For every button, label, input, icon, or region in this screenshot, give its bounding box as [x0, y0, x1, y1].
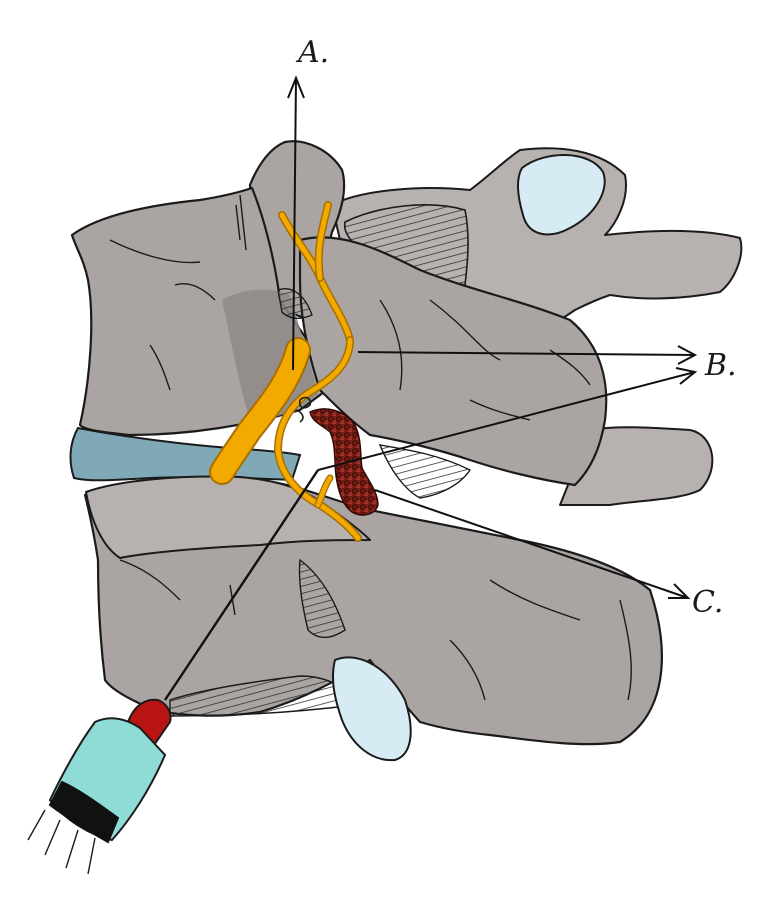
- dark-fibers: [295, 396, 312, 423]
- mid-hatch: [298, 558, 346, 639]
- syringe: [27, 469, 319, 875]
- needle: [164, 469, 319, 701]
- upper-branch-right: [316, 202, 331, 281]
- label-c: C.: [692, 585, 723, 620]
- arrow-b-upper: [357, 351, 696, 356]
- lower-vertebra: [83, 444, 664, 762]
- pedicle-hatch: [277, 288, 313, 320]
- nerve-twig: [315, 475, 333, 508]
- descending-nerve: [275, 337, 361, 541]
- annotation-arrows: [287, 75, 698, 599]
- label-b-upper: B.: [704, 348, 737, 383]
- arrow-c: [374, 489, 689, 599]
- arrow-b-lower: [317, 371, 696, 471]
- lower-foramen: [332, 656, 412, 762]
- lower-right-hatch: [378, 444, 472, 499]
- pedicle-region: [298, 236, 608, 487]
- hematoma: [309, 408, 379, 516]
- label-a: A.: [295, 35, 329, 70]
- syringe-plunger: [48, 780, 120, 844]
- intervertebral-disc: [69, 426, 302, 482]
- upper-foramen: [516, 154, 606, 236]
- main-nerve-root: [211, 339, 309, 483]
- arrow-a: [292, 77, 297, 371]
